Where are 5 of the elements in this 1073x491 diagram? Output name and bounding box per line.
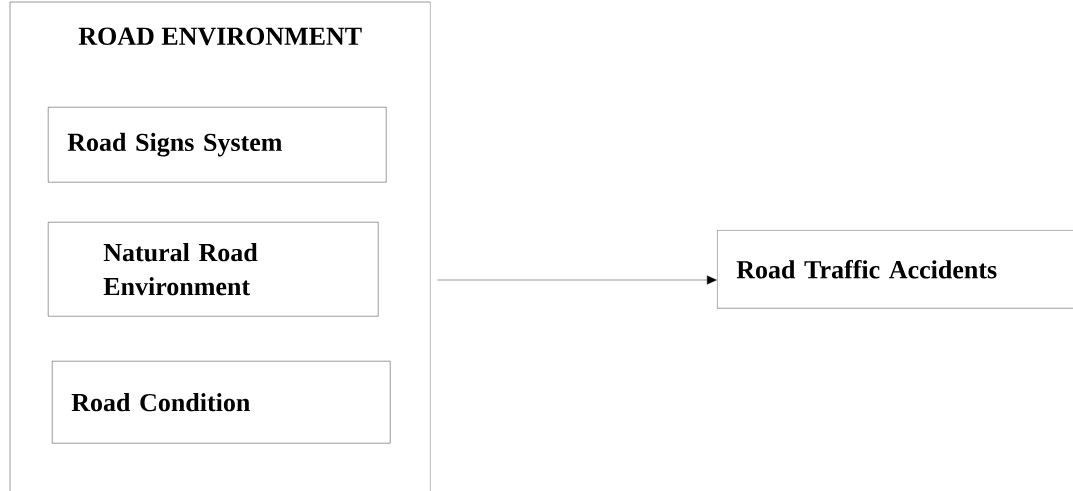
process-box: Road Condition [52, 361, 391, 444]
arrow [437, 275, 717, 285]
process-box: Road Signs System [48, 107, 387, 183]
process-box: Natural Road Environment [48, 222, 379, 317]
process-box: Road Traffic Accidents [717, 230, 1073, 309]
